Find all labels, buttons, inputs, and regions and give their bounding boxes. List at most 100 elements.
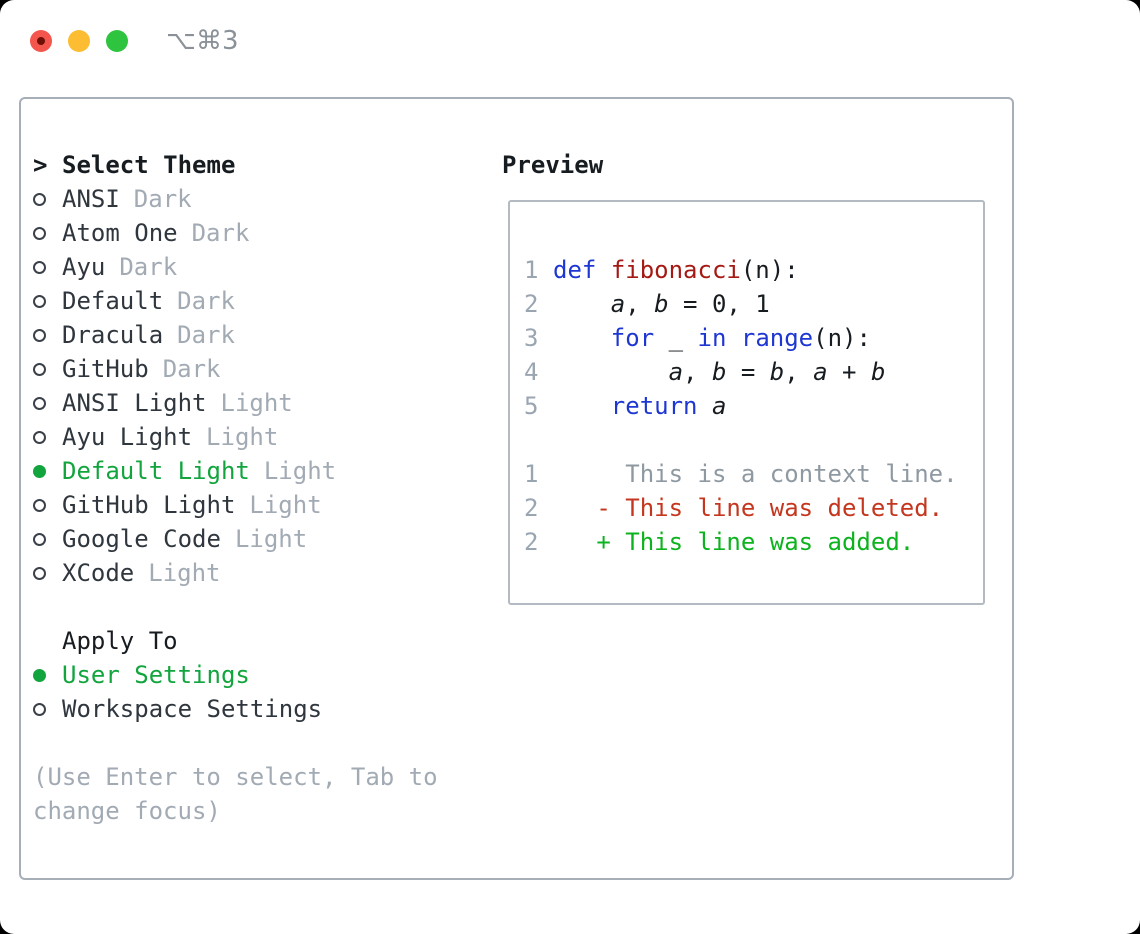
code-line: 2 a, b = 0, 1 [524,287,983,321]
window-title: ⌥⌘3 [166,26,239,56]
line-number: 3 [524,324,539,352]
theme-option-ansi-dark[interactable]: ANSI Dark [33,182,438,216]
code-line: 2 + This line was added. [524,525,983,559]
radio-unselected-icon [33,396,62,410]
theme-name: Google Code [62,525,221,553]
close-button[interactable] [30,30,52,52]
window-titlebar: ⌥⌘3 [30,26,239,56]
theme-option-ansi-light-light[interactable]: ANSI Light Light [33,386,438,420]
minimize-button[interactable] [68,30,90,52]
radio-unselected-icon [33,294,62,308]
theme-name: Default Light [62,457,250,485]
theme-variant-tag: Light [249,491,322,519]
radio-unselected-icon [33,226,62,240]
code-line [524,423,983,457]
theme-variant-tag: Light [206,423,279,451]
theme-variant-tag: Light [263,457,337,485]
theme-variant-tag: Dark [133,185,192,213]
theme-option-dracula-dark[interactable]: Dracula Dark [33,318,438,352]
theme-variant-tag: Light [220,389,293,417]
preview-title: Preview [502,151,604,179]
theme-option-default-light-light[interactable]: Default Light Light [33,454,438,488]
radio-unselected-icon [33,498,62,512]
line-content: return a [610,392,727,420]
apply-option-workspace-settings[interactable]: Workspace Settings [33,692,438,726]
theme-variant-tag: Dark [162,355,221,383]
hint-line-2: change focus) [33,797,221,825]
theme-name: XCode [62,559,135,587]
radio-unselected-icon [33,328,62,342]
theme-option-ayu-dark[interactable]: Ayu Dark [33,250,438,284]
code-line: 3 for _ in range(n): [524,321,983,355]
theme-option-github-light-light[interactable]: GitHub Light Light [33,488,438,522]
spacer [33,726,438,760]
line-content: - This line was deleted. [553,494,944,522]
code-line: 1 def fibonacci(n): [524,253,983,287]
code-line: 1 This is a context line. [524,457,983,491]
theme-variant-tag: Light [148,559,221,587]
theme-option-google-code-light[interactable]: Google Code Light [33,522,438,556]
line-number: 5 [524,392,539,420]
line-number: 1 [524,256,539,284]
theme-option-ayu-light-light[interactable]: Ayu Light Light [33,420,438,454]
theme-option-default-dark[interactable]: Default Dark [33,284,438,318]
line-number: 2 [524,528,539,556]
line-number: 2 [524,494,539,522]
close-dot-icon [37,37,45,45]
line-content: + This line was added. [553,528,915,556]
theme-variant-tag: Dark [177,287,235,315]
apply-option-label: Workspace Settings [62,695,323,723]
line-content: This is a context line. [553,460,958,488]
code-line: 5 return a [524,389,983,423]
code-line: 4 a, b = b, a + b [524,355,983,389]
theme-name: GitHub Light [62,491,236,519]
apply-option-label: User Settings [62,661,250,689]
radio-unselected-icon [33,260,62,274]
theme-name: ANSI [62,185,120,213]
line-content: a, b = b, a + b [668,358,886,386]
theme-name: GitHub [62,355,149,383]
hint-text: (Use Enter to select, Tab to change focu… [33,760,438,828]
zoom-button[interactable] [106,30,128,52]
hint-line-1: (Use Enter to select, Tab to [33,763,438,791]
theme-name: Default [62,287,164,315]
radio-unselected-icon [33,430,62,444]
radio-selected-icon [33,668,62,682]
apply-to-header: Apply To [33,624,438,658]
theme-variant-tag: Dark [191,219,250,247]
theme-name: Ayu Light [62,423,193,451]
theme-name: ANSI Light [62,389,207,417]
radio-selected-icon [33,464,62,478]
theme-name: Atom One [62,219,178,247]
spacer [33,590,438,624]
select-theme-header: > Select Theme [33,148,438,182]
line-number: 1 [524,460,539,488]
apply-option-user-settings[interactable]: User Settings [33,658,438,692]
theme-variant-tag: Dark [119,253,178,281]
line-content: a, b = 0, 1 [610,290,770,318]
theme-name: Dracula [62,321,164,349]
theme-option-atom-one-dark[interactable]: Atom One Dark [33,216,438,250]
line-content: for _ in range(n): [610,324,871,352]
theme-option-xcode-light[interactable]: XCode Light [33,556,438,590]
radio-unselected-icon [33,566,62,580]
theme-variant-tag: Dark [177,321,235,349]
select-theme-title: Select Theme [62,151,236,179]
line-content: def fibonacci(n): [553,256,799,284]
theme-variant-tag: Light [234,525,308,553]
theme-name: Ayu [62,253,106,281]
theme-option-github-dark[interactable]: GitHub Dark [33,352,438,386]
radio-unselected-icon [33,702,62,716]
radio-unselected-icon [33,362,62,376]
line-number: 4 [524,358,539,386]
code-line: 2 - This line was deleted. [524,491,983,525]
prompt-caret: > [33,151,48,179]
